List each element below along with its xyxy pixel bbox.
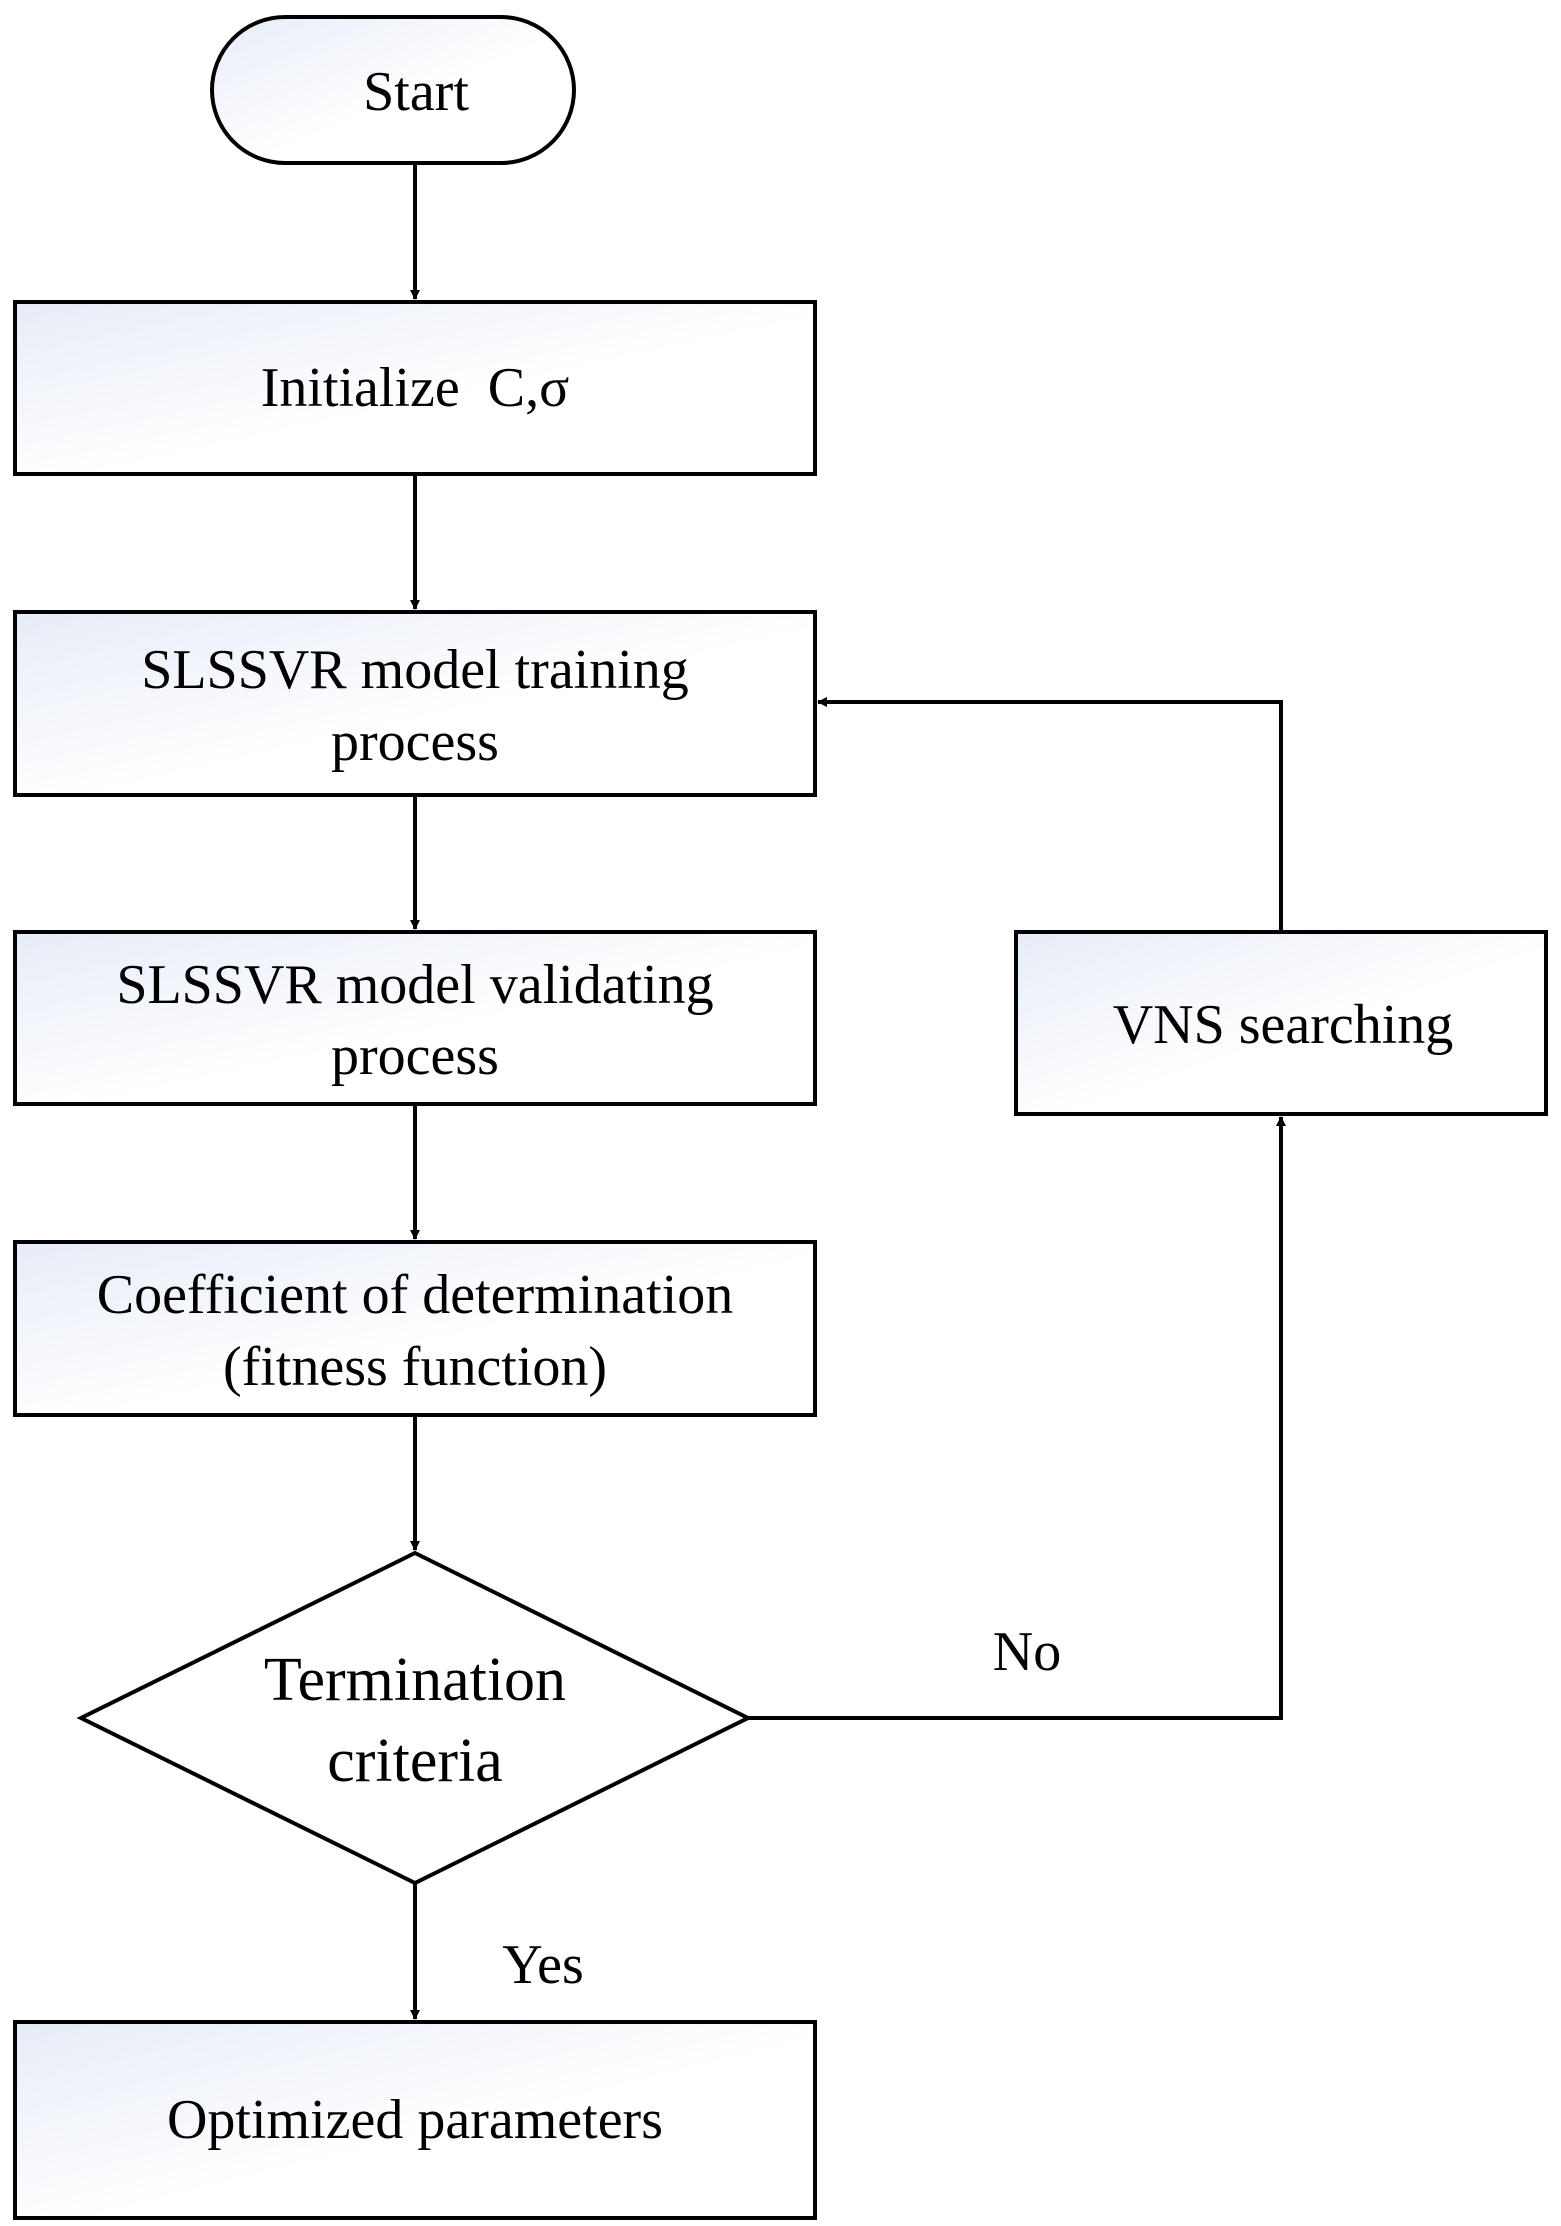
training-node: SLSSVR model training process <box>13 610 817 797</box>
optimized-box <box>13 2020 817 2220</box>
initialize-node: Initialize C,σ <box>13 300 817 476</box>
validating-box <box>13 930 817 1106</box>
training-label-line1: SLSSVR model training <box>141 639 689 701</box>
start-shape <box>210 15 576 165</box>
optimized-node: Optimized parameters <box>13 2020 817 2220</box>
vns-node: VNS searching <box>1014 930 1548 1116</box>
start-node: Start <box>210 15 576 165</box>
optimized-label: Optimized parameters <box>167 2089 663 2151</box>
decision-diamond <box>76 1550 753 1886</box>
initialize-label: Initialize C,σ <box>261 357 570 419</box>
start-label: Start <box>363 61 469 123</box>
edge-label-no: No <box>993 1621 1061 1683</box>
edge-label-yes: Yes <box>502 1934 583 1996</box>
fitness-node: Coefficient of determination (fitness fu… <box>13 1240 817 1417</box>
arrow-vns-to-training <box>817 697 1283 932</box>
validating-node: SLSSVR model validating process <box>13 930 817 1106</box>
fitness-label-line1: Coefficient of determination <box>97 1264 734 1326</box>
decision-node: Termination criteria <box>76 1550 753 1886</box>
fitness-label-line2: (fitness function) <box>223 1336 607 1398</box>
arrow-decision-no-to-vns <box>748 1116 1286 1720</box>
training-label-line2: process <box>331 711 499 773</box>
decision-label-line2: criteria <box>327 1727 503 1795</box>
validating-label-line2: process <box>331 1025 499 1087</box>
validating-label-line1: SLSSVR model validating <box>116 954 713 1016</box>
decision-label-line1: Termination <box>264 1646 566 1714</box>
vns-label: VNS searching <box>1113 994 1454 1056</box>
training-box <box>13 610 817 797</box>
connectors <box>410 163 1286 2020</box>
initialize-box <box>13 300 817 476</box>
vns-box <box>1014 930 1548 1116</box>
